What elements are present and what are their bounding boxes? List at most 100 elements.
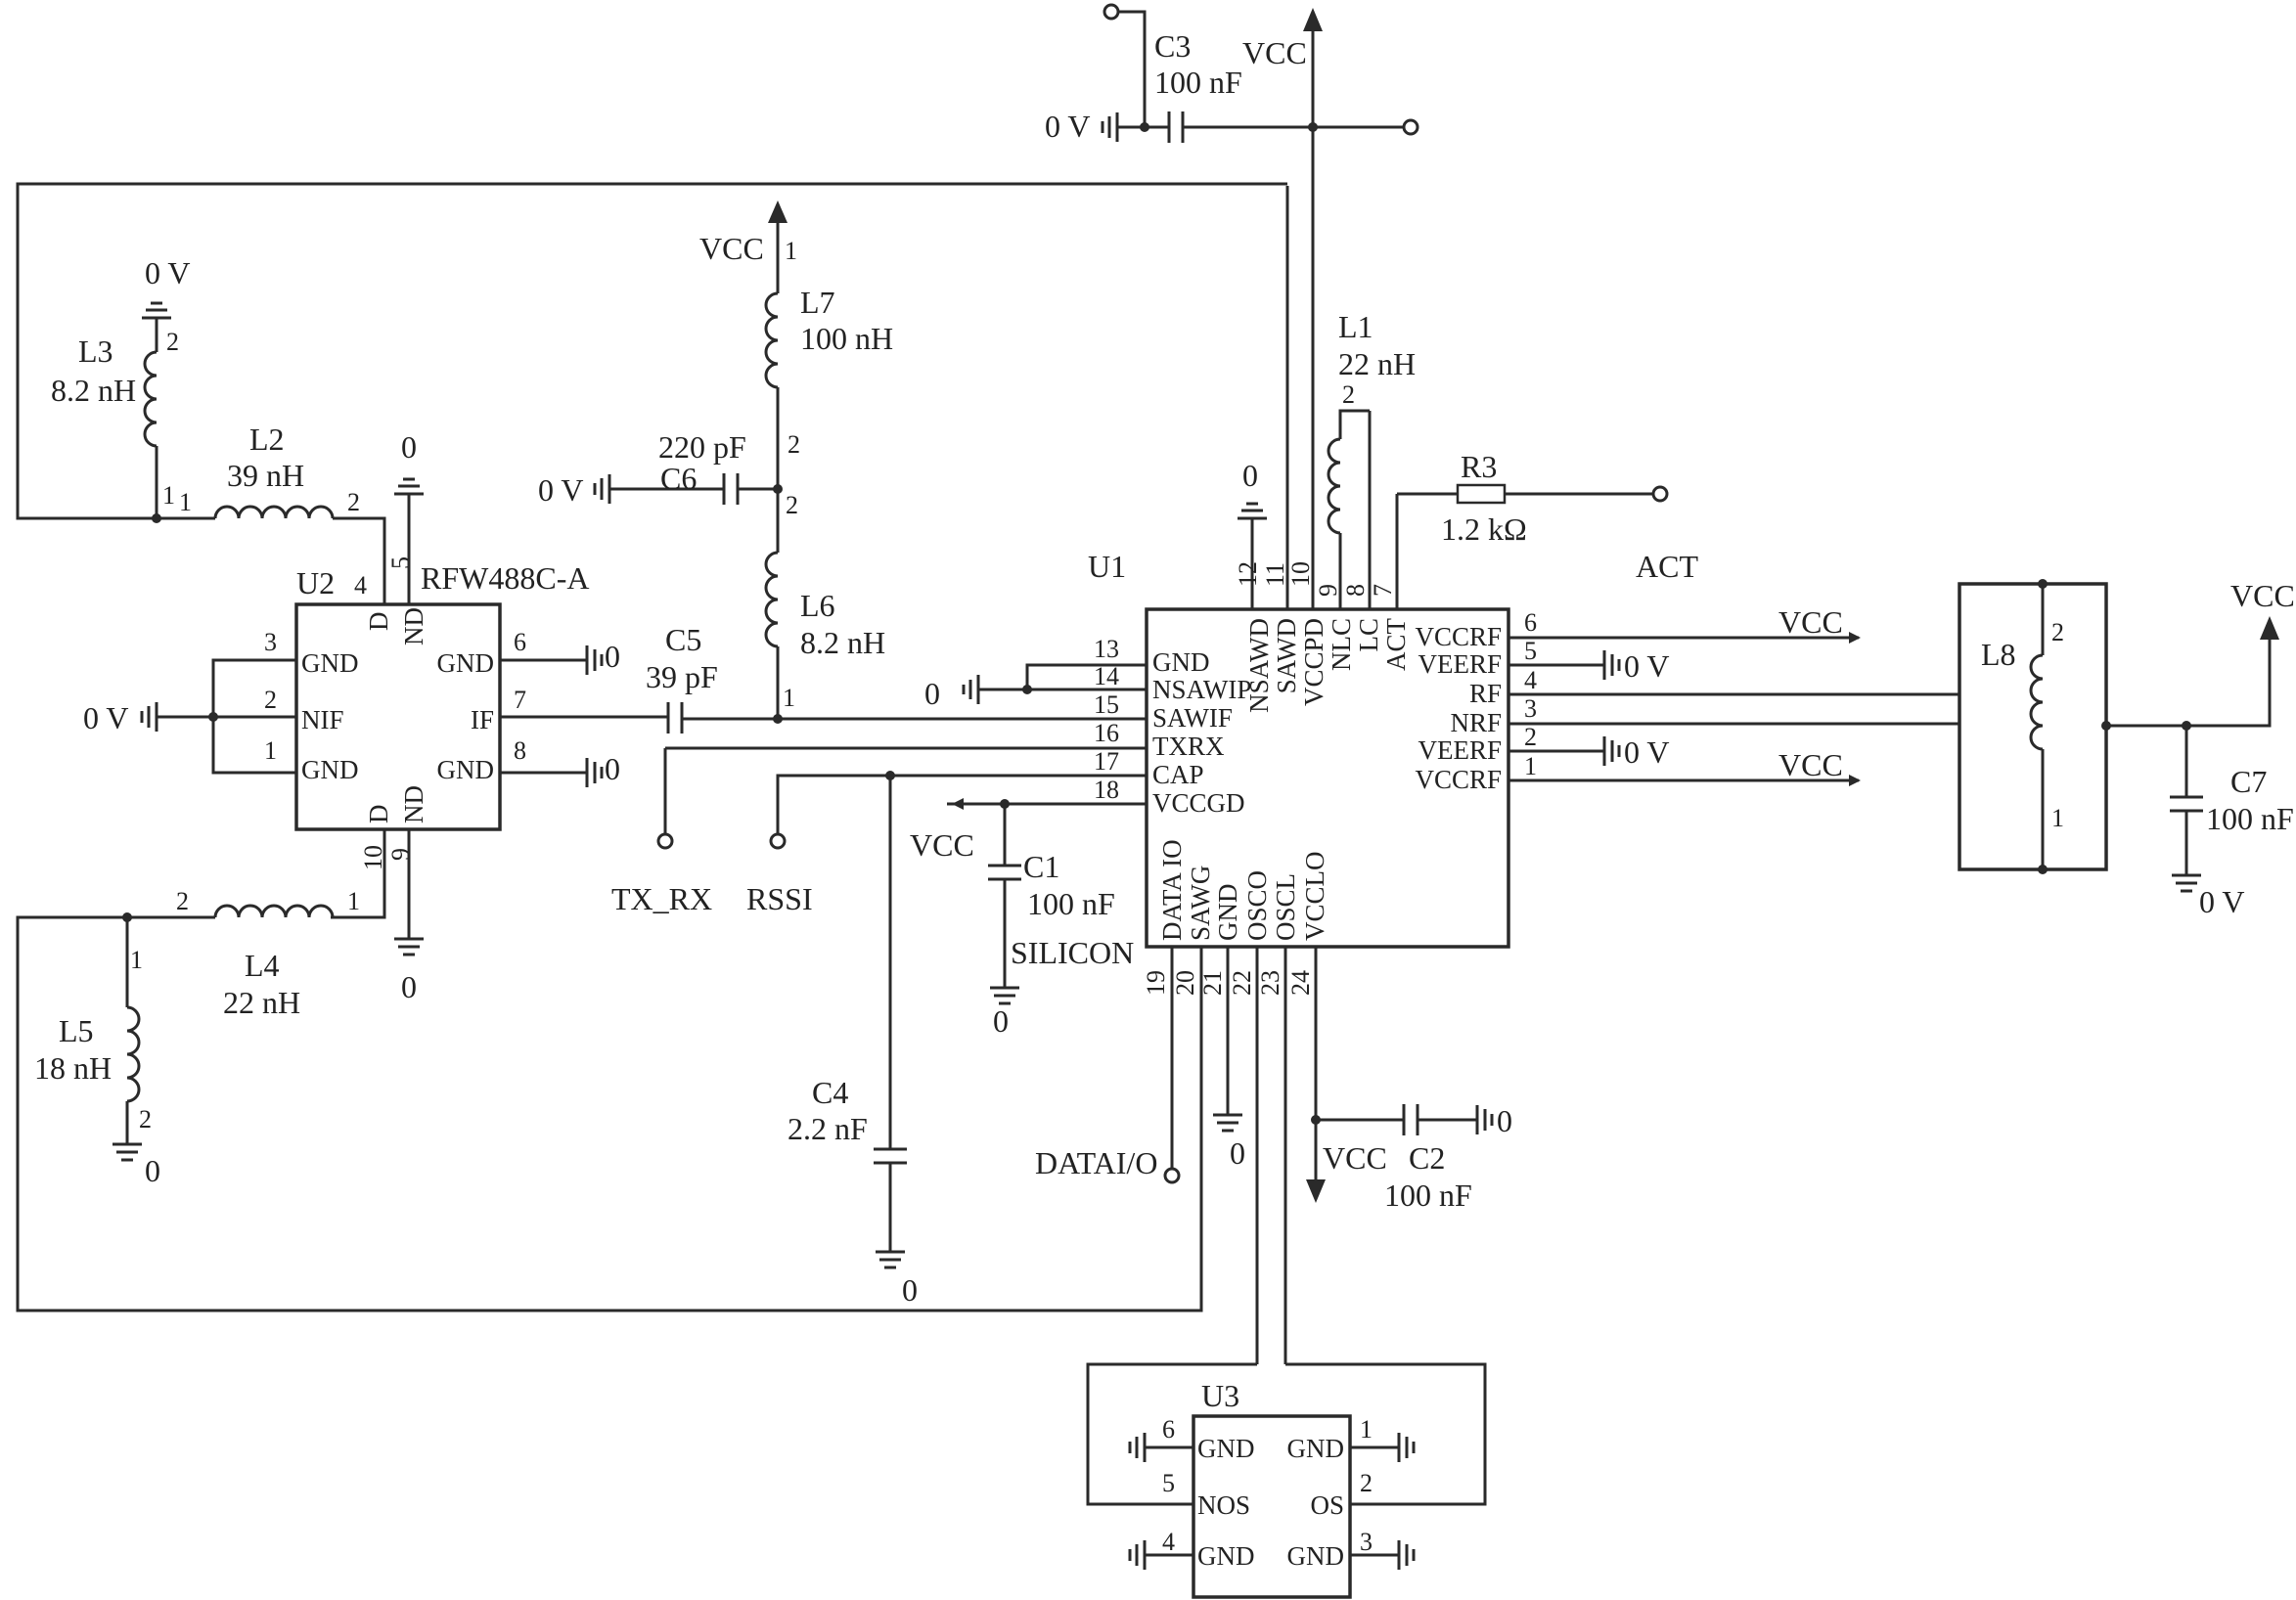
capacitor-c6: 0 V 220 pF C6 xyxy=(538,429,778,508)
vcc-top-rail: VCC xyxy=(1242,8,1419,609)
capacitor-c5: C5 39 pF xyxy=(646,622,788,733)
u2-pin-gnd-6: GND xyxy=(437,648,495,678)
u1-pin-8-num: 8 xyxy=(1341,584,1370,597)
u3-pin-gnd-3: GND xyxy=(1287,1541,1345,1571)
c5-ref: C5 xyxy=(665,622,701,657)
u1-pin-15-num: 15 xyxy=(1094,690,1119,719)
inductor-l6: 2 L6 8.2 nH 1 xyxy=(764,489,885,724)
u1-pin-vccgd: VCCGD xyxy=(1152,788,1245,818)
net-data-io: DATAI/O xyxy=(1035,1145,1157,1180)
u3-pin-5-num: 5 xyxy=(1162,1469,1175,1497)
c2-ref: C2 xyxy=(1409,1140,1445,1176)
capacitor-c7: C7 100 nF 0 V xyxy=(2170,726,2294,919)
u1-pin-7-num: 7 xyxy=(1369,584,1397,597)
u1-pin-17-num: 17 xyxy=(1094,747,1119,776)
l5-pin-top: 1 xyxy=(130,946,143,974)
u1-pin-sawd: SAWD xyxy=(1272,618,1301,693)
l3-value: 8.2 nH xyxy=(51,373,136,408)
u1-pin-gnd: GND xyxy=(1152,647,1210,677)
u1-pin-nlc: NLC xyxy=(1327,618,1356,671)
c4-ref: C4 xyxy=(812,1075,848,1110)
u3-pin-6-num: 6 xyxy=(1162,1415,1175,1444)
capacitor-c1: VCC C1 100 nF SILICON 0 xyxy=(910,798,1147,1039)
u1-pin-18-num: 18 xyxy=(1094,776,1119,804)
u1-pin-10-num: 10 xyxy=(1286,561,1315,587)
c2-value: 100 nF xyxy=(1384,1178,1472,1213)
u2-pin-6-num: 6 xyxy=(514,628,526,656)
u1-pin-19-num: 19 xyxy=(1142,970,1170,996)
u3-pin-nos: NOS xyxy=(1197,1490,1250,1520)
net-0v-pin2: 0 V xyxy=(1624,734,1670,770)
l5-pin-bot: 2 xyxy=(139,1105,152,1133)
u2-pin-2-num: 2 xyxy=(264,686,277,714)
l7-pin-top: 1 xyxy=(785,237,797,265)
net-tx-rx: TX_RX xyxy=(611,881,712,916)
u1-pin-3-num: 3 xyxy=(1524,694,1537,723)
net-0-u2-5: 0 xyxy=(401,429,417,465)
r3-value: 1.2 kΩ xyxy=(1441,511,1527,547)
u3-oscillator: U3 GND GND NOS OS GND GND 6 1 5 2 4 3 xyxy=(1086,1362,1487,1599)
net-0-pin12: 0 xyxy=(1242,458,1258,493)
u1-loop-wires: 0 xyxy=(16,182,1287,1312)
u1-ref: U1 xyxy=(1088,549,1126,584)
c5-value: 39 pF xyxy=(646,659,718,694)
u1-pin-osco: OSCO xyxy=(1242,870,1272,941)
l3-pin-top: 2 xyxy=(166,328,179,356)
u3-pin-gnd-1: GND xyxy=(1287,1434,1345,1463)
u1-pin-oscl: OSCL xyxy=(1271,873,1300,941)
u2-pin-if: IF xyxy=(471,705,494,734)
u1-pin-24-num: 24 xyxy=(1286,970,1315,996)
l2-ref: L2 xyxy=(249,422,285,457)
l8-ref: L8 xyxy=(1981,637,2016,672)
u1-pin-11-num: 11 xyxy=(1261,562,1289,587)
u1-pin-23-num: 23 xyxy=(1256,970,1284,996)
net-0v-c3: 0 V xyxy=(1045,109,1091,144)
l6-pin-bot: 1 xyxy=(783,684,795,712)
u1-right-pins: 6 5 4 3 2 1 VCCRF VEERF RF NRF VEERF VCC… xyxy=(1415,608,1959,794)
u3-pin-gnd-4: GND xyxy=(1197,1541,1255,1571)
u1-pin-6-num: 6 xyxy=(1524,608,1537,637)
u1-pin-sawif: SAWIF xyxy=(1152,703,1233,733)
u2-pin-d-bot: D xyxy=(364,805,393,824)
u1-pin-nsawd: NSAWD xyxy=(1244,618,1274,713)
u1-pin12-ground: 0 xyxy=(1238,458,1267,520)
u3-pin-4-num: 4 xyxy=(1162,1528,1175,1556)
u1-pin-12-num: 12 xyxy=(1234,561,1262,587)
u1-ic: U1 13 14 15 16 17 18 GND NSAWIP SAWIF TX… xyxy=(665,127,1959,1364)
net-vcc-top: VCC xyxy=(1242,35,1307,70)
inductor-l4: L4 22 nH 2 1 xyxy=(122,887,384,1020)
u2-pin-gnd-3: GND xyxy=(301,648,359,678)
u1-pin-5-num: 5 xyxy=(1524,637,1537,665)
u2-pin-gnd-1: GND xyxy=(301,755,359,784)
u1-pin-nrf: NRF xyxy=(1450,708,1502,737)
u1-pin-dataio: DATA IO xyxy=(1157,839,1187,941)
net-0-c4: 0 xyxy=(902,1272,918,1308)
u2-pin-nd-bot: ND xyxy=(399,785,428,823)
capacitor-c2: 0 VCC C2 100 nF xyxy=(1306,1103,1512,1213)
data-io-terminal: DATAI/O xyxy=(1035,1145,1181,1184)
c7-ref: C7 xyxy=(2230,764,2267,799)
l4-value: 22 nH xyxy=(223,985,300,1020)
u1-pin-13-num: 13 xyxy=(1094,635,1119,663)
u1-pin-nsawip: NSAWIP xyxy=(1152,675,1251,704)
l7-value: 100 nH xyxy=(800,321,893,356)
u1-pin-vccrf-1: VCCRF xyxy=(1415,765,1502,794)
c1-ref: C1 xyxy=(1023,849,1059,884)
u2-pin-4-num: 4 xyxy=(354,571,367,600)
c3-ref: C3 xyxy=(1154,28,1191,64)
c4-value: 2.2 nF xyxy=(788,1111,868,1146)
u1-pin-14-num: 14 xyxy=(1094,662,1119,690)
net-0v-u2: 0 V xyxy=(83,700,129,735)
u1-pin21-ground: 0 xyxy=(1213,1113,1245,1171)
u1-pin-vccrf-6: VCCRF xyxy=(1415,622,1502,651)
net-vcc-pin6: VCC xyxy=(1778,604,1843,640)
l3-ref: L3 xyxy=(78,333,113,369)
l6-ref: L6 xyxy=(800,588,835,623)
net-vcc-l7: VCC xyxy=(699,231,764,266)
l1-ref: L1 xyxy=(1338,309,1373,344)
u2-pin-nif: NIF xyxy=(301,705,344,734)
l8-pin-top: 2 xyxy=(2051,618,2064,646)
l6-value: 8.2 nH xyxy=(800,625,885,660)
u1-pin-20-num: 20 xyxy=(1171,970,1199,996)
u2-pin-3-num: 3 xyxy=(264,628,277,656)
